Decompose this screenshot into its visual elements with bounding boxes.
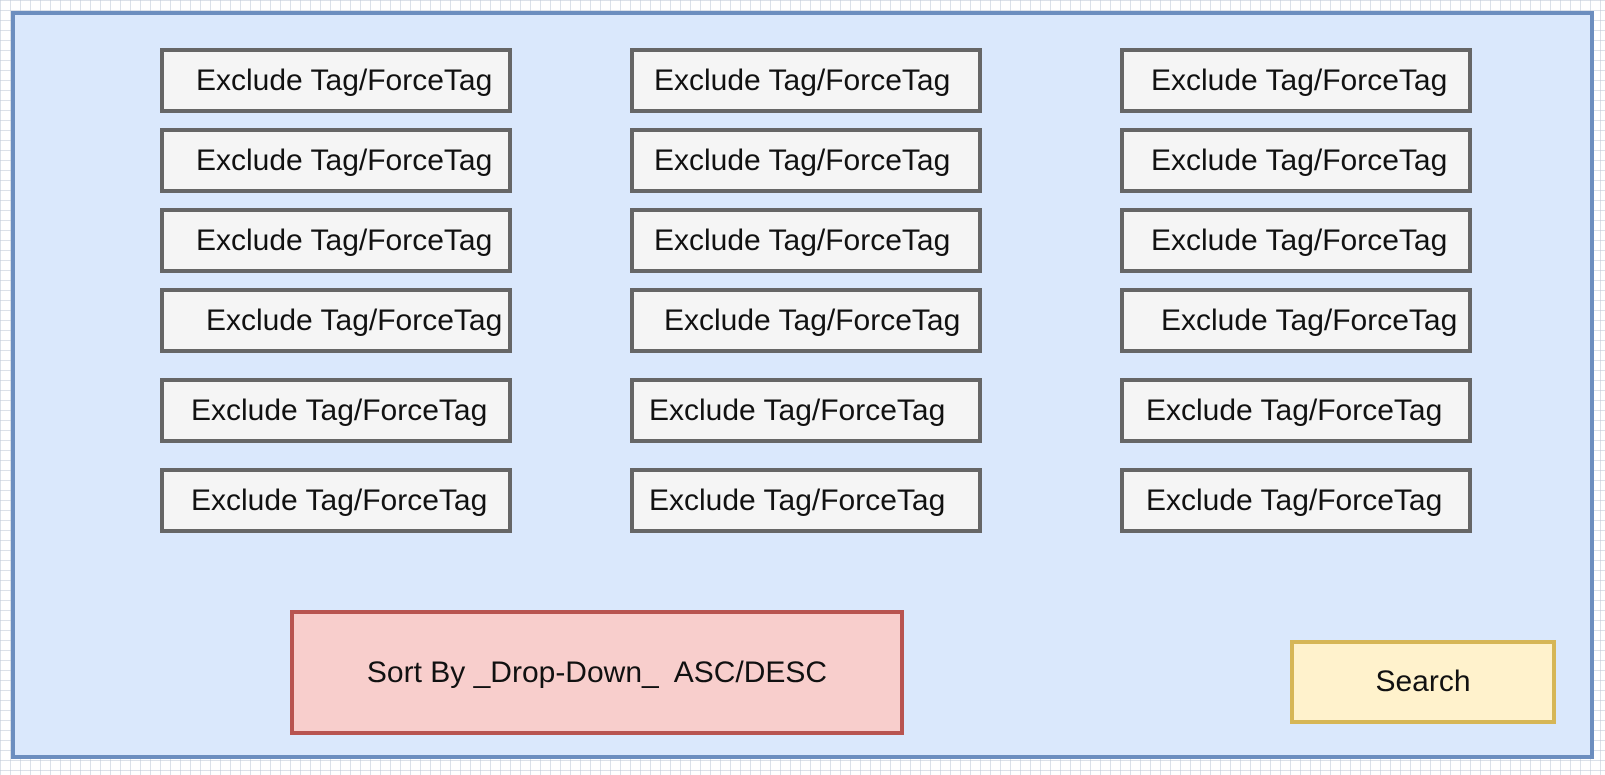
sort-by-label: Sort By _Drop-Down_ ASC/DESC: [366, 655, 828, 689]
search-button-label: Search: [1375, 665, 1471, 698]
search-button[interactable]: Search: [1290, 640, 1556, 724]
exclude-force-tag-toggle[interactable]: Exclude Tag/ForceTag: [1120, 208, 1472, 273]
exclude-force-tag-toggle[interactable]: Exclude Tag/ForceTag: [630, 48, 982, 113]
exclude-force-tag-toggle[interactable]: Exclude Tag/ForceTag: [630, 468, 982, 533]
exclude-force-tag-toggle[interactable]: Exclude Tag/ForceTag: [1120, 288, 1472, 353]
exclude-force-tag-toggle[interactable]: Exclude Tag/ForceTag: [1120, 48, 1472, 113]
exclude-force-tag-toggle[interactable]: Exclude Tag/ForceTag: [160, 48, 512, 113]
exclude-force-tag-toggle[interactable]: Exclude Tag/ForceTag: [1120, 128, 1472, 193]
exclude-force-tag-toggle[interactable]: Exclude Tag/ForceTag: [630, 128, 982, 193]
exclude-force-tag-toggle[interactable]: Exclude Tag/ForceTag: [630, 288, 982, 353]
exclude-force-tag-toggle[interactable]: Exclude Tag/ForceTag: [160, 378, 512, 443]
exclude-force-tag-toggle[interactable]: Exclude Tag/ForceTag: [630, 208, 982, 273]
exclude-force-tag-toggle[interactable]: Exclude Tag/ForceTag: [630, 378, 982, 443]
exclude-force-tag-toggle[interactable]: Exclude Tag/ForceTag: [160, 288, 512, 353]
exclude-force-tag-toggle[interactable]: Exclude Tag/ForceTag: [1120, 468, 1472, 533]
exclude-force-tag-toggle[interactable]: Exclude Tag/ForceTag: [1120, 378, 1472, 443]
sort-by-dropdown[interactable]: Sort By _Drop-Down_ ASC/DESC: [290, 610, 904, 735]
exclude-force-tag-toggle[interactable]: Exclude Tag/ForceTag: [160, 468, 512, 533]
exclude-force-tag-toggle[interactable]: Exclude Tag/ForceTag: [160, 208, 512, 273]
exclude-force-tag-toggle[interactable]: Exclude Tag/ForceTag: [160, 128, 512, 193]
